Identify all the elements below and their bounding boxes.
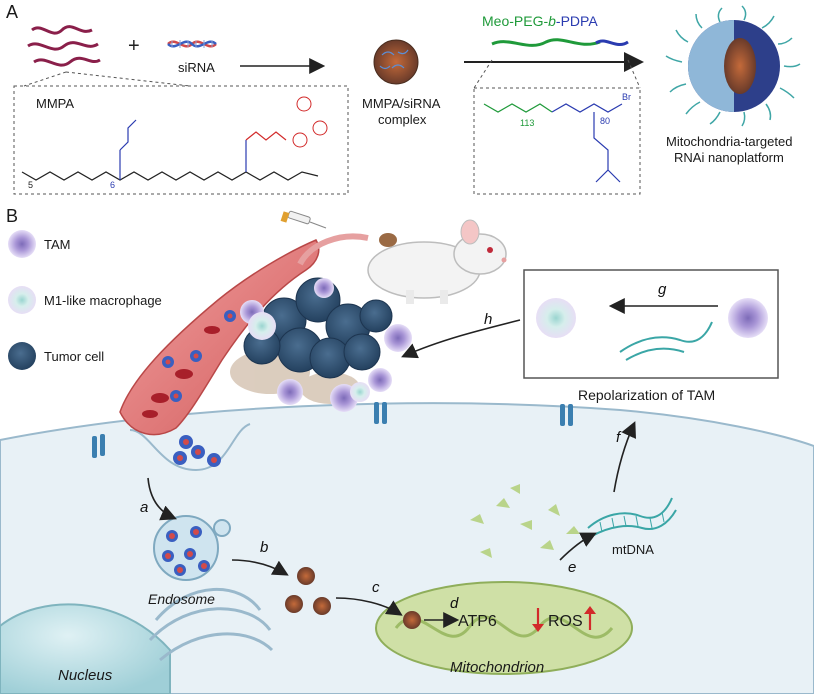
mmpa-polymer-icon [27, 25, 101, 67]
nanoplatform-icon [665, 5, 801, 127]
subscript-6: 6 [110, 180, 115, 190]
repolarization-mtdna-icon [619, 321, 713, 361]
mitochondrion-icon [375, 581, 633, 675]
panel-a-label: A [6, 2, 18, 22]
polymer-label: Meo-PEG-b-PDPA [482, 13, 598, 29]
mmpa-sirna-complex-icon [373, 39, 419, 85]
legend: TAM M1-like macrophage Tumor cell [8, 230, 162, 370]
arrow-b [231, 559, 289, 576]
membrane-channel-icons [92, 402, 573, 458]
repolarization-box [523, 269, 779, 379]
arrow-h [401, 319, 521, 359]
step-c-label: c [372, 579, 380, 596]
mitochondrion-label: Mitochondrion [450, 659, 544, 676]
tumor-mass-icon [230, 277, 412, 412]
pdpa-chain-icon [595, 39, 629, 47]
endosome-icon [153, 515, 231, 581]
ros-label: ROS [548, 613, 583, 630]
legend-tumor-label: Tumor cell [44, 349, 104, 364]
step-e-label: e [568, 559, 576, 576]
legend-m1-label: M1-like macrophage [44, 293, 162, 308]
step-g-label: g [658, 281, 667, 298]
legend-tam-label: TAM [44, 237, 70, 252]
arrow-a [147, 477, 177, 521]
panel-b-label: B [6, 206, 18, 226]
mouse-icon [367, 219, 507, 304]
nucleus-icon [0, 603, 171, 694]
legend-tam-icon [8, 230, 36, 258]
mtdna-label: mtDNA [612, 542, 654, 557]
ros-up-arrowhead [584, 606, 596, 614]
peg-chain-icon [491, 38, 601, 47]
syringe-icon [280, 210, 327, 229]
legend-m1-icon [8, 286, 36, 314]
endosome-label: Endosome [148, 591, 215, 607]
atp6-label: ATP6 [458, 613, 497, 630]
arrow-f [613, 421, 636, 493]
vessel-nanoparticles-icon [162, 310, 236, 402]
nucleus-label: Nucleus [58, 667, 113, 684]
endoplasmic-reticulum-icon [148, 588, 274, 662]
subscript-5: 5 [28, 180, 33, 190]
legend-tumor-icon [8, 342, 36, 370]
step-h-label: h [484, 311, 492, 328]
arrow-c [335, 597, 403, 616]
subscript-113: 113 [520, 118, 534, 128]
complex-label-line1: MMPA/siRNA [362, 96, 441, 111]
mouse-tail-vein-icon [297, 233, 369, 266]
atp6-down-arrowhead [532, 624, 544, 632]
tam-macrophage-icon [728, 298, 768, 338]
mmpa-structure-box: 5 6 [13, 71, 349, 195]
red-blood-cells-icon [142, 326, 220, 418]
released-complexes-icon [285, 567, 331, 615]
sirna-label: siRNA [178, 60, 215, 75]
step-b-label: b [260, 539, 268, 556]
step-a-label: a [140, 499, 148, 516]
nanoplatform-label-line1: Mitochondria-targeted [666, 134, 792, 149]
sirna-icon [167, 40, 217, 48]
m1-macrophage-icon [536, 298, 576, 338]
mito-debris-icon [470, 484, 580, 558]
arrow-e [559, 532, 597, 561]
peg-pdpa-structure-box: 113 80 Br [473, 59, 641, 195]
subscript-80: 80 [600, 116, 610, 126]
plus-sign: + [128, 35, 140, 57]
repolarization-label: Repolarization of TAM [578, 387, 715, 403]
endocytosis-pit-icon [129, 423, 251, 472]
step-f-label: f [616, 429, 622, 446]
nanoplatform-label-line2: RNAi nanoplatform [674, 150, 784, 165]
step-d-label: d [450, 595, 459, 612]
blood-vessel-icon [119, 239, 320, 436]
mmpa-label: MMPA [36, 96, 74, 111]
mtdna-icon [587, 497, 677, 537]
complex-label-line2: complex [378, 112, 427, 127]
bromine-label: Br [622, 92, 631, 102]
